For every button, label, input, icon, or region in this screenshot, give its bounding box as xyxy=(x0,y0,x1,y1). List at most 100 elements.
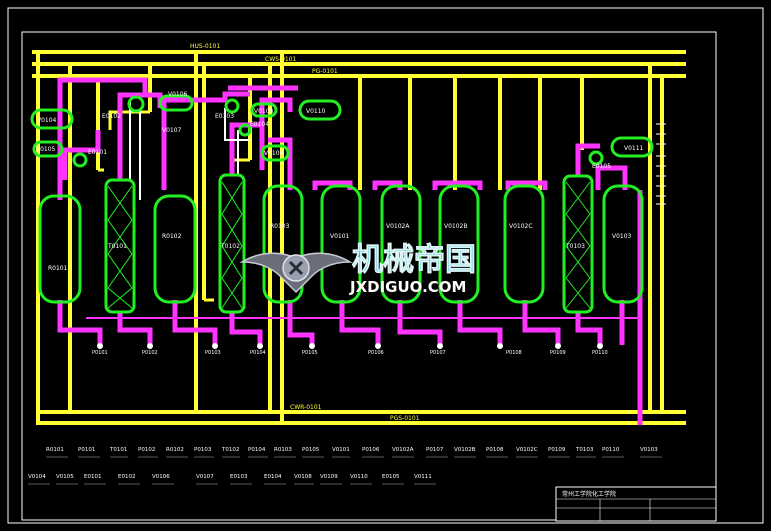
svg-text:P0106: P0106 xyxy=(368,350,384,356)
tag-r0101: R0101 xyxy=(48,265,68,272)
pump-p0105: P0105 xyxy=(302,343,318,356)
svg-text:P0109: P0109 xyxy=(550,350,566,356)
exchanger-e0104 xyxy=(238,123,252,137)
pump-p0107: P0107 xyxy=(430,343,446,356)
tag-v0106: V0106 xyxy=(168,91,188,98)
svg-text:P0102: P0102 xyxy=(138,447,155,453)
tag-v0102a: V0102A xyxy=(386,223,410,230)
tag-e0102: E0102 xyxy=(102,113,121,120)
top-utility-headers xyxy=(32,50,686,78)
svg-text:P0108: P0108 xyxy=(506,350,522,356)
svg-text:P0107: P0107 xyxy=(426,447,444,453)
svg-text:V0102B: V0102B xyxy=(454,447,476,453)
tag-v0104: V0104 xyxy=(37,117,57,124)
svg-text:P0104: P0104 xyxy=(248,447,266,453)
svg-text:P0105: P0105 xyxy=(302,447,320,453)
tag-e0105: E0105 xyxy=(592,163,611,170)
tag-r0103: R0103 xyxy=(270,223,290,230)
pump-p0106: P0106 xyxy=(368,343,384,356)
svg-text:P0104: P0104 xyxy=(250,350,266,356)
tag-e0103: E0103 xyxy=(215,113,234,120)
svg-text:P0101: P0101 xyxy=(78,447,95,453)
symbol-legend xyxy=(656,123,666,205)
svg-text:E0105: E0105 xyxy=(382,474,400,480)
process-piping xyxy=(57,77,643,425)
tag-v0107: V0107 xyxy=(162,127,182,134)
tag-v0102c: V0102C xyxy=(509,223,533,230)
tag-v0109: V0109 xyxy=(264,150,284,157)
column-t0103 xyxy=(562,174,594,314)
tag-t0103: T0103 xyxy=(565,243,585,250)
exchanger-e0105 xyxy=(588,150,604,166)
inner-frame xyxy=(21,31,717,521)
drum-v0108 xyxy=(250,102,278,118)
tag-v0108: V0108 xyxy=(254,108,274,115)
title-block: 常州工学院化工学院 xyxy=(555,486,717,522)
pipe-label-hus: HUS-0101 xyxy=(190,43,220,50)
tag-v0111: V0111 xyxy=(624,145,644,152)
svg-text:V0102C: V0102C xyxy=(516,447,538,453)
svg-text:P0107: P0107 xyxy=(430,350,446,356)
vessel-v0103 xyxy=(602,184,644,304)
column-internals xyxy=(107,181,591,309)
vessel-v0102b xyxy=(438,184,480,304)
drum-v0111 xyxy=(610,136,654,158)
svg-text:V0111: V0111 xyxy=(414,474,432,480)
svg-text:E0102: E0102 xyxy=(118,474,135,480)
svg-text:R0101: R0101 xyxy=(46,447,64,453)
svg-text:P0103: P0103 xyxy=(205,350,221,356)
svg-text:P0102: P0102 xyxy=(142,350,158,356)
svg-text:R0102: R0102 xyxy=(166,447,184,453)
svg-text:P0106: P0106 xyxy=(362,447,380,453)
tag-e0104: E0104 xyxy=(250,121,269,128)
watermark-en: JXDIGUO.COM xyxy=(349,278,466,296)
exchanger-e0102 xyxy=(127,95,145,113)
pump-p0101: P0101 xyxy=(92,343,108,356)
exchanger-e0103 xyxy=(224,98,240,114)
vessel-v0102c xyxy=(503,184,545,304)
svg-text:P0110: P0110 xyxy=(592,350,608,356)
bottom-utility-headers xyxy=(36,410,686,425)
svg-text:V0103: V0103 xyxy=(640,447,658,453)
reactor-r0102 xyxy=(153,194,197,304)
drum-v0106 xyxy=(158,94,194,112)
drum-v0104 xyxy=(30,108,74,130)
pump-p0102: P0102 xyxy=(142,343,158,356)
svg-text:P0108: P0108 xyxy=(486,447,504,453)
svg-text:P0101: P0101 xyxy=(92,350,108,356)
svg-text:P0109: P0109 xyxy=(548,447,566,453)
svg-text:V0108: V0108 xyxy=(294,474,312,480)
equipment xyxy=(30,94,654,314)
pipe-label-pg: PG-0101 xyxy=(312,68,338,75)
watermark-logo: 机械帝国 JXDIGUO.COM xyxy=(239,242,476,296)
pipe-label-cwr: CWR-0101 xyxy=(290,404,322,411)
pump-p0110: P0110 xyxy=(592,343,608,356)
svg-text:V0107: V0107 xyxy=(196,474,214,480)
svg-text:E0103: E0103 xyxy=(230,474,248,480)
tag-v0103: V0103 xyxy=(612,233,632,240)
tag-v0105: V0105 xyxy=(36,146,56,153)
pumps: P0101 P0102 P0103 P0104 P0105 P0106 P010… xyxy=(92,343,608,356)
svg-text:P0105: P0105 xyxy=(302,350,318,356)
watermark-cn: 机械帝国 xyxy=(352,242,476,278)
tag-v0101: V0101 xyxy=(330,233,350,240)
svg-text:V0109: V0109 xyxy=(320,474,338,480)
drum-v0105 xyxy=(32,140,64,158)
svg-text:T0102: T0102 xyxy=(221,447,239,453)
svg-text:V0105: V0105 xyxy=(56,474,74,480)
svg-text:V0101: V0101 xyxy=(332,447,350,453)
tag-v0110: V0110 xyxy=(306,108,326,115)
svg-text:T0101: T0101 xyxy=(109,447,127,453)
svg-text:V0104: V0104 xyxy=(28,474,46,480)
title-block-school: 常州工学院化工学院 xyxy=(562,490,616,498)
tag-v0102b: V0102B xyxy=(444,223,468,230)
pump-p0108: P0108 xyxy=(497,343,522,356)
svg-text:V0106: V0106 xyxy=(152,474,170,480)
tag-t0101: T0101 xyxy=(107,243,127,250)
svg-text:P0103: P0103 xyxy=(194,447,212,453)
equipment-list-row-1: R0101 P0101 T0101 P0102 R0102 P0103 T010… xyxy=(46,447,658,453)
outer-frame xyxy=(7,7,764,524)
vessel-v0101 xyxy=(320,184,362,304)
pipe-label-pgs: PGS-0101 xyxy=(390,415,420,422)
